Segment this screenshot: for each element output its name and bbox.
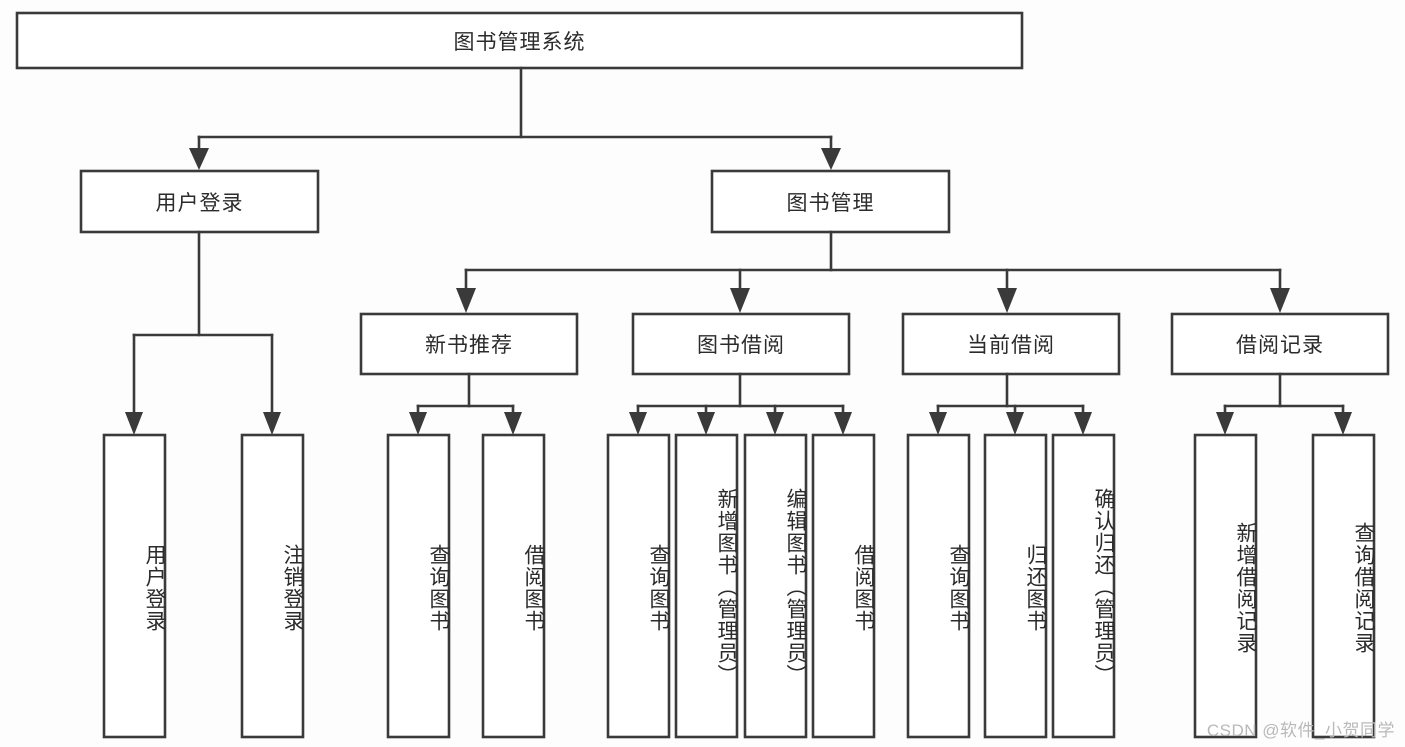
- node-book-manage-box[interactable]: [710, 169, 951, 234]
- arrow-current-borrow-icon: [997, 288, 1017, 313]
- node-leaf-query-book-2-box[interactable]: [606, 433, 671, 739]
- node-borrow-record-box[interactable]: [1170, 312, 1390, 376]
- node-leaf-add-record-box[interactable]: [1193, 433, 1258, 739]
- node-current-borrow-box[interactable]: [901, 312, 1121, 376]
- arrow-leaf-return-book-icon: [1006, 412, 1024, 435]
- arrow-leaf-add-book-icon: [697, 412, 715, 435]
- arrow-leaf-user-login-icon: [125, 412, 143, 435]
- arrow-book-manage-icon: [821, 148, 841, 170]
- node-book-borrow-box[interactable]: [631, 312, 851, 376]
- arrow-leaf-confirm-return-icon: [1074, 412, 1092, 435]
- node-leaf-borrow-book-2-box[interactable]: [811, 433, 876, 739]
- arrow-leaf-query-book-2-icon: [629, 412, 647, 435]
- arrow-leaf-query-record-icon: [1334, 412, 1352, 435]
- node-leaf-borrow-book-1-box[interactable]: [481, 433, 546, 739]
- node-leaf-edit-book-box[interactable]: [743, 433, 808, 739]
- arrow-leaf-edit-book-icon: [766, 412, 784, 435]
- node-leaf-add-book-box[interactable]: [674, 433, 739, 739]
- arrow-user-login-icon: [189, 148, 209, 170]
- node-leaf-user-login-box[interactable]: [102, 433, 167, 739]
- node-leaf-query-record-box[interactable]: [1311, 433, 1376, 739]
- node-leaf-logout-box[interactable]: [240, 433, 305, 739]
- arrow-leaf-logout-icon: [263, 412, 281, 435]
- arrow-leaf-borrow-book-1-icon: [504, 412, 522, 435]
- node-root-box[interactable]: [15, 11, 1024, 70]
- arrow-leaf-query-book-3-icon: [929, 412, 947, 435]
- node-leaf-return-book-box[interactable]: [983, 433, 1048, 739]
- node-new-book-rec-box[interactable]: [359, 312, 579, 376]
- node-user-login-box[interactable]: [79, 169, 320, 234]
- node-leaf-confirm-return-box[interactable]: [1051, 433, 1116, 739]
- arrow-book-borrow-icon: [730, 288, 750, 313]
- arrow-borrow-record-icon: [1270, 288, 1290, 313]
- node-leaf-query-book-1-box[interactable]: [386, 433, 451, 739]
- arrow-new-book-rec-icon: [456, 288, 476, 313]
- arrow-leaf-add-record-icon: [1216, 412, 1234, 435]
- node-leaf-query-book-3-box[interactable]: [906, 433, 971, 739]
- arrow-leaf-borrow-book-2-icon: [834, 412, 852, 435]
- arrow-leaf-query-book-1-icon: [409, 412, 427, 435]
